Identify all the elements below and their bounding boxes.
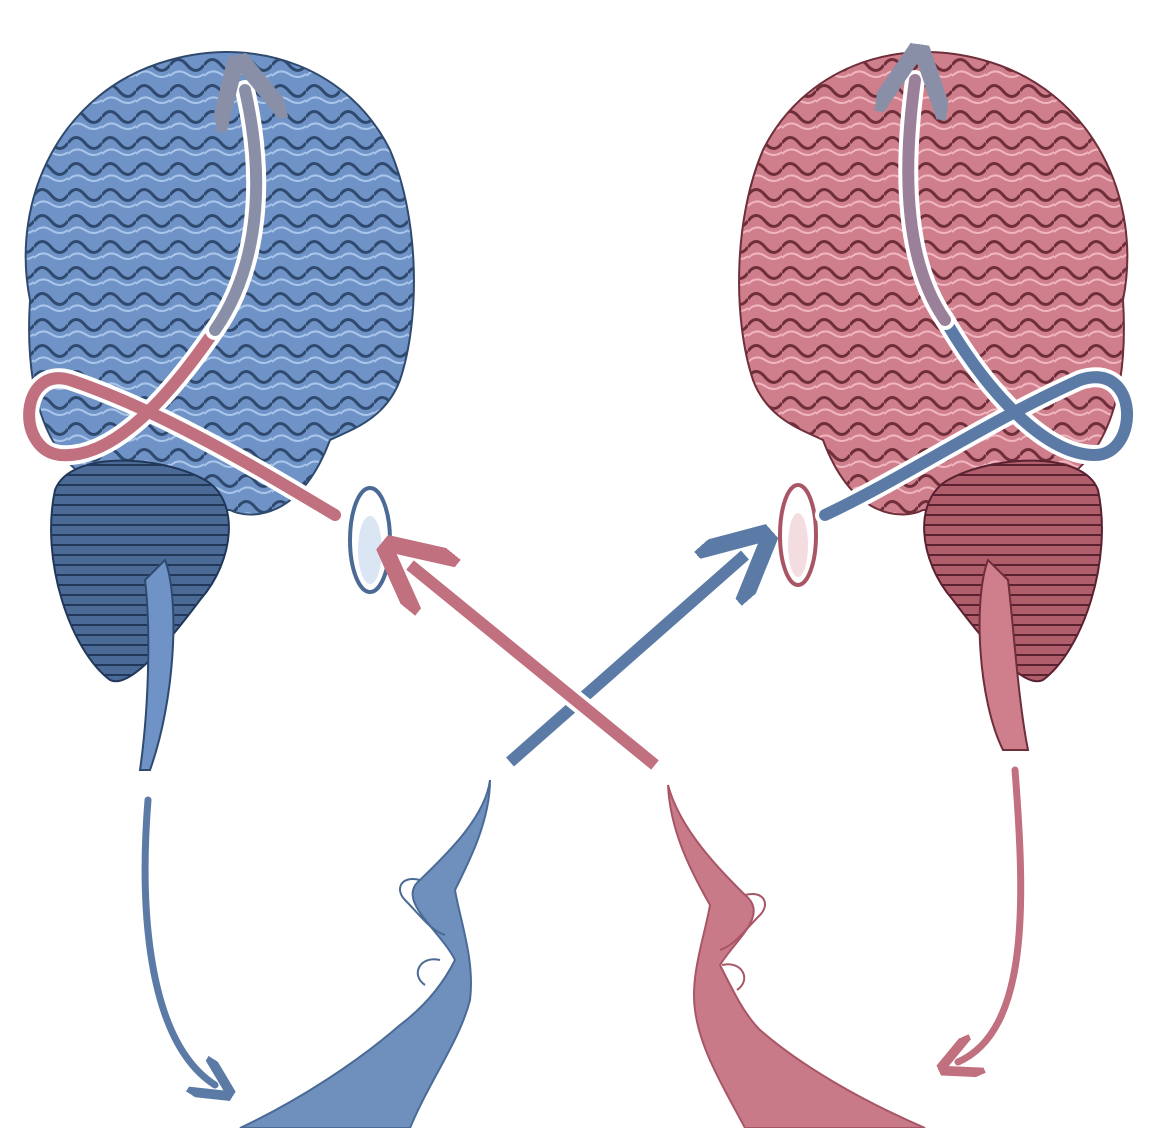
left-brain (26, 52, 414, 770)
left-eye-icon (350, 488, 390, 592)
left-brain-cerebellum (51, 461, 229, 682)
outer-arrows (145, 770, 1021, 1085)
crossing-arrows (410, 555, 745, 765)
right-pointing-hand-icon (668, 785, 925, 1128)
left-down-arrow (145, 800, 215, 1085)
right-brain (739, 52, 1127, 750)
right-eye-icon (780, 485, 816, 585)
right-down-arrow (958, 770, 1021, 1062)
left-pointing-hand-icon (240, 780, 490, 1128)
